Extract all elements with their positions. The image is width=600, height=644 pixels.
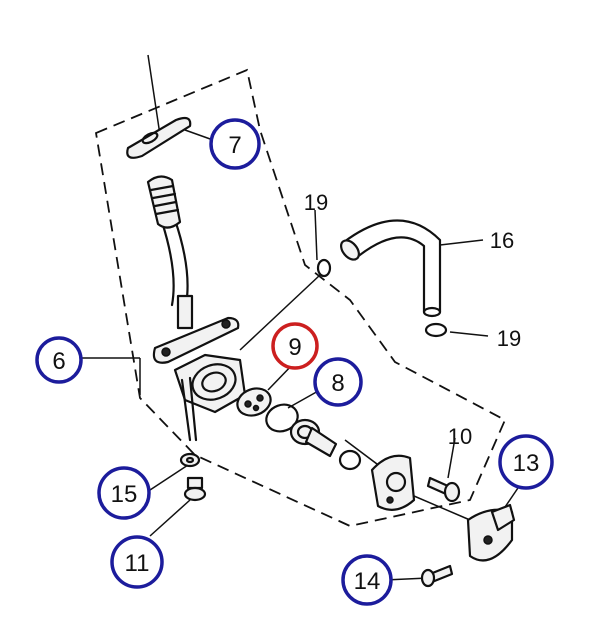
hose-part xyxy=(340,219,442,318)
label-19-right: 19 xyxy=(497,326,521,351)
callout-9: 9 xyxy=(271,322,319,370)
callout-13-text: 13 xyxy=(513,450,540,477)
strainer-mesh xyxy=(146,175,182,229)
callout-15-text: 15 xyxy=(111,481,138,508)
lever-knob-part xyxy=(466,503,516,562)
drain-screw-part xyxy=(183,476,207,502)
lever-shaft-part xyxy=(289,418,338,458)
callout-14: 14 xyxy=(341,554,393,606)
callout-13: 13 xyxy=(498,434,554,490)
callout-7: 7 xyxy=(209,118,261,170)
group-outline xyxy=(94,68,507,527)
callout-8-text: 8 xyxy=(331,370,344,397)
gasket-plate-part xyxy=(126,116,192,159)
hose-clip-right-part xyxy=(424,322,448,338)
callout-8: 8 xyxy=(313,357,363,407)
callout-14-text: 14 xyxy=(354,568,381,595)
callout-6-text: 6 xyxy=(52,348,65,375)
callout-11-text: 11 xyxy=(125,550,150,577)
cover-plate-part xyxy=(370,454,416,511)
callout-7-text: 7 xyxy=(228,132,241,159)
petcock-body-part xyxy=(152,294,247,442)
label-10: 10 xyxy=(448,424,472,449)
fuel-strainer-pipe xyxy=(146,175,189,307)
washer-part xyxy=(179,452,201,468)
callout-9-text: 9 xyxy=(288,334,301,361)
valve-disc-part xyxy=(236,387,272,417)
callout-11: 11 xyxy=(110,535,164,589)
clip-ring-part xyxy=(338,449,362,471)
callout-15: 15 xyxy=(97,466,151,520)
label-19-top: 19 xyxy=(304,190,328,215)
o-ring-part xyxy=(265,403,299,433)
screw-14-part xyxy=(420,564,454,588)
label-16: 16 xyxy=(490,228,514,253)
screw-10-part xyxy=(426,476,461,503)
callout-6: 6 xyxy=(35,336,83,384)
hose-clip-top-part xyxy=(316,258,332,278)
